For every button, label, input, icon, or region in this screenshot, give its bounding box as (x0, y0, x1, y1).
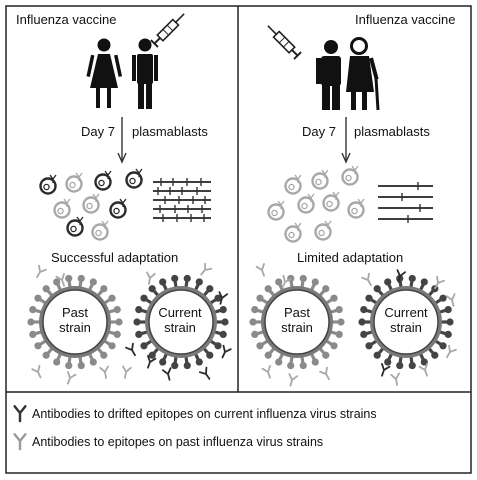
plasmablast-label: plasmablasts (354, 124, 430, 139)
plasmablast-cell (284, 174, 302, 195)
plasmablast-cell (66, 216, 84, 237)
antibody-icon (161, 367, 172, 381)
virus-past-label-line1: Past (62, 305, 88, 320)
plasmablast-cells-diverse (39, 168, 143, 241)
plasmablast-cell (267, 200, 285, 221)
antibody-icon (221, 344, 232, 359)
antibody-icon (445, 293, 456, 307)
antibody-icon (198, 366, 211, 380)
plasmablast-cell (341, 165, 359, 186)
antibody-icon (281, 274, 292, 289)
antibody-icon (261, 365, 271, 379)
antibody-light-icon (13, 433, 27, 451)
antibody-icon (361, 272, 372, 287)
antibody-dark-icon (13, 405, 27, 423)
plasmablast-cell (311, 169, 329, 190)
plasmablast-cell (53, 198, 71, 219)
antibody-icon (67, 371, 77, 385)
antibody-icon (390, 372, 400, 386)
elderly-man-icon (316, 40, 341, 110)
antibody-icon (218, 291, 229, 305)
panel-elderly: Influenza vaccine Day 7 plasmabla (249, 12, 457, 387)
antibody-icon (125, 342, 136, 357)
antibody-icon (446, 344, 457, 359)
plasmablast-cell (322, 191, 340, 212)
virus-current-label-line1: Current (384, 305, 428, 320)
antibody-icon (418, 363, 428, 377)
legend-item-drifted: Antibodies to drifted epitopes on curren… (32, 407, 377, 421)
day7-arrowhead (117, 152, 127, 164)
antibody-icon (288, 373, 299, 387)
antibody-icon (31, 364, 42, 379)
plasmablast-cell (297, 193, 315, 214)
adaptation-label: Successful adaptation (51, 250, 178, 265)
virus-current-label-line1: Current (158, 305, 202, 320)
antibody-icon (255, 263, 265, 277)
plasmablast-cell (91, 220, 109, 241)
plasmablast-cells-limited (267, 165, 365, 243)
panel-title: Influenza vaccine (355, 12, 455, 27)
plasmablast-label: plasmablasts (132, 124, 208, 139)
antibody-icon (319, 366, 330, 381)
virus-current-label-line2: strain (390, 320, 422, 335)
panel-title: Influenza vaccine (16, 12, 116, 27)
plasmablast-cell (65, 172, 83, 193)
antibody-icon (396, 269, 407, 283)
antibody-light-icon (13, 433, 27, 451)
woman-icon (86, 38, 123, 108)
virus-past-label-line2: strain (281, 320, 313, 335)
antibody-icon (36, 264, 47, 279)
plasmablast-cell (125, 168, 143, 189)
virus-past-strain (27, 274, 123, 370)
antibodies-cluster (31, 262, 232, 385)
antibodies-cluster (255, 263, 457, 387)
antibody-icon (122, 365, 132, 379)
virus-current-label-line2: strain (164, 320, 196, 335)
cane-icon (374, 77, 380, 111)
virus-current-strain (133, 274, 229, 370)
antibody-icon (200, 262, 213, 276)
plasmablast-cell (347, 198, 365, 219)
syringe-icon (150, 13, 185, 48)
plasmablast-cell (39, 174, 57, 195)
antibody-icon (147, 355, 157, 369)
day7-arrowhead (341, 152, 351, 164)
antibody-icon (434, 275, 445, 290)
adaptation-label: Limited adaptation (297, 250, 403, 265)
virus-past-label-line1: Past (284, 305, 310, 320)
plasmablast-cell (109, 198, 127, 219)
virus-past-strain (249, 274, 345, 370)
panel-young: Influenza vaccine Day 7 pl (16, 12, 232, 385)
plasmablast-cell (314, 220, 332, 241)
legend: Antibodies to drifted epitopes on curren… (13, 405, 377, 451)
antibody-icon (381, 363, 391, 377)
man-icon (132, 38, 158, 109)
day-label: Day 7 (302, 124, 336, 139)
antibody-dark-icon (13, 405, 27, 423)
virus-current-strain (358, 274, 454, 370)
virus-past-label-line2: strain (59, 320, 91, 335)
elderly-woman-icon (346, 37, 380, 111)
syringe-icon (267, 25, 302, 60)
legend-item-past: Antibodies to epitopes on past influenza… (32, 435, 323, 449)
day-label: Day 7 (81, 124, 115, 139)
clone-bars-limited (378, 182, 433, 223)
plasmablast-cell (94, 170, 112, 191)
plasmablast-cell (82, 193, 100, 214)
plasmablast-cell (284, 222, 302, 243)
antibody-icon (146, 271, 156, 285)
antibody-icon (99, 365, 109, 379)
antibody-icon (55, 273, 65, 287)
clone-bars-diverse (153, 178, 211, 222)
